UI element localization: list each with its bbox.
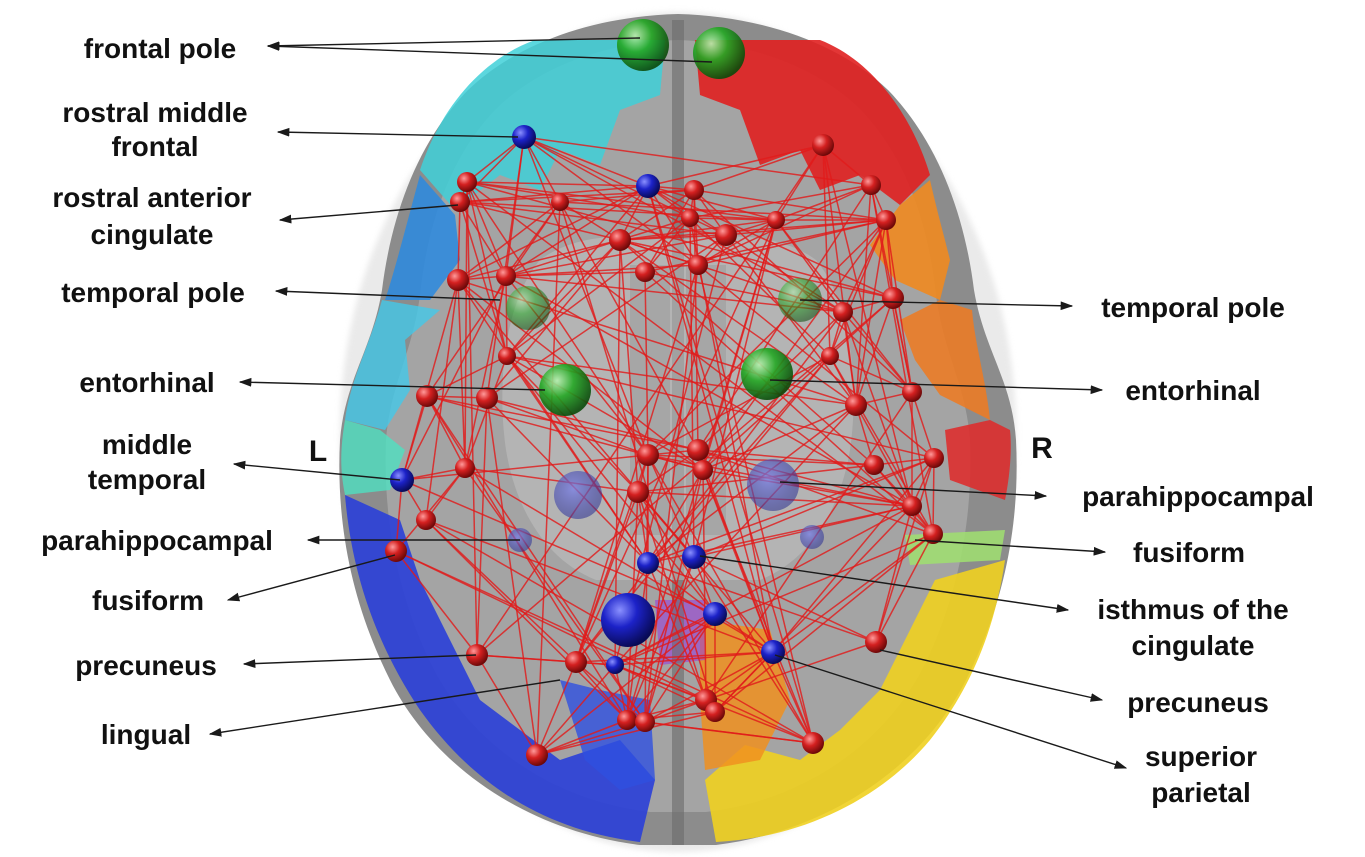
red-node [802,732,824,754]
red-node [416,385,438,407]
label-superior-parietal-line2: parietal [1151,777,1251,808]
red-node [637,444,659,466]
red-node [812,134,834,156]
red-node [861,175,881,195]
red-node [684,180,704,200]
label-isthmus-cingulate-line2: cingulate [1132,630,1255,661]
red-node [498,347,516,365]
label-rostral-anterior-cingulate-line2: cingulate [91,219,214,250]
red-node [496,266,516,286]
red-node [705,702,725,722]
network-edge [933,458,934,534]
red-node [457,172,477,192]
red-node [688,255,708,275]
red-node [882,287,904,309]
label-rostral-anterior-cingulate-line1: rostral anterior [52,182,251,213]
red-node [627,481,649,503]
label-fusiform-left: fusiform [92,585,204,616]
hemisphere-left-marker: L [309,435,327,468]
label-parahippocampal-right: parahippocampal [1082,481,1314,512]
green-node [693,27,745,79]
blue-node-faint [554,471,602,519]
label-precuneus-left: precuneus [75,650,217,681]
label-entorhinal-left: entorhinal [79,367,214,398]
label-fusiform-right: fusiform [1133,537,1245,568]
red-node [821,347,839,365]
red-node [447,269,469,291]
green-node [741,348,793,400]
blue-node [606,656,624,674]
red-node [526,744,548,766]
red-node [450,192,470,212]
label-frontal-pole-left: frontal pole [84,33,236,64]
red-node [833,302,853,322]
label-isthmus-cingulate-line1: isthmus of the [1097,594,1288,625]
blue-node [637,552,659,574]
red-node [385,540,407,562]
label-entorhinal-right: entorhinal [1125,375,1260,406]
blue-node [601,593,655,647]
red-node [715,224,737,246]
red-node [876,210,896,230]
red-node [924,448,944,468]
label-rostral-middle-frontal-line1: rostral middle [62,97,247,128]
hemisphere-right-marker: R [1031,432,1053,465]
label-superior-parietal-line1: superior [1145,741,1257,772]
red-node [687,439,709,461]
green-node [617,19,669,71]
label-precuneus-right: precuneus [1127,687,1269,718]
red-node [845,394,867,416]
red-node [681,209,699,227]
blue-node [636,174,660,198]
label-temporal-pole-right: temporal pole [1101,292,1285,323]
blue-node [761,640,785,664]
red-node [635,712,655,732]
red-node [476,387,498,409]
red-node [617,710,637,730]
label-parahippocampal-left: parahippocampal [41,525,273,556]
green-node [539,364,591,416]
red-node [635,262,655,282]
blue-node-faint [800,525,824,549]
label-temporal-pole-left: temporal pole [61,277,245,308]
red-node [565,651,587,673]
blue-node [703,602,727,626]
red-node [767,211,785,229]
right-labels: temporal pole entorhinal parahippocampal… [1082,292,1314,808]
red-node [693,460,713,480]
left-labels: frontal pole rostral middle frontal rost… [41,33,273,750]
blue-node-faint [747,459,799,511]
red-node [455,458,475,478]
red-node [416,510,436,530]
red-node [609,229,631,251]
red-node [902,496,922,516]
label-lingual: lingual [101,719,191,750]
green-node [506,286,550,330]
label-middle-temporal-line1: middle [102,429,192,460]
label-rostral-middle-frontal-line2: frontal [111,131,198,162]
red-node [865,631,887,653]
red-node [551,193,569,211]
network-edge [506,276,507,356]
label-middle-temporal-line2: temporal [88,464,206,495]
red-node [864,455,884,475]
